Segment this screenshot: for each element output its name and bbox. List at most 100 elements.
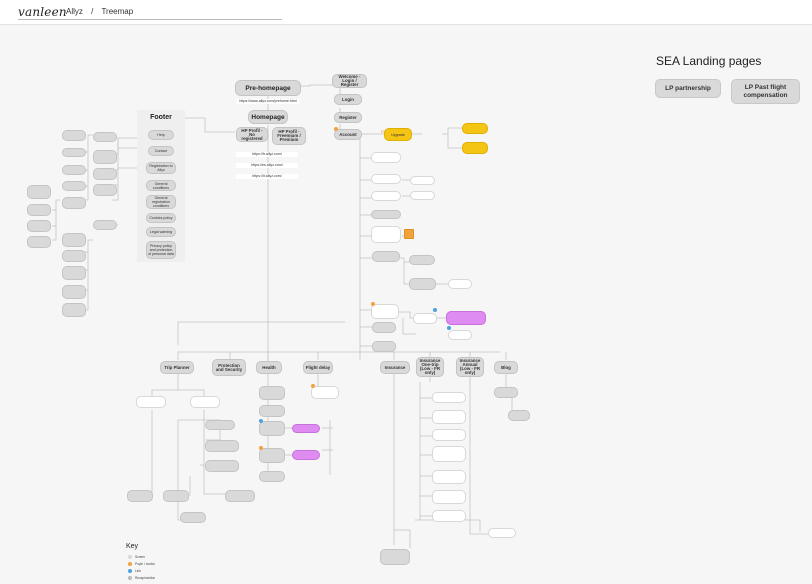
account-grandchild-node[interactable]	[448, 279, 472, 289]
welcome-login-register-node[interactable]: Welcome - Login / Register	[332, 74, 367, 88]
upgrade-node[interactable]: Upgrade	[384, 128, 412, 141]
footer-general-conditions-item[interactable]: General conditions	[146, 180, 176, 191]
breadcrumb-item[interactable]: Treemap	[101, 7, 134, 16]
blog-child-node[interactable]	[508, 410, 530, 421]
insurance-child-node[interactable]	[432, 410, 466, 424]
help-leaf-node[interactable]	[62, 303, 86, 317]
footer-cookies-item[interactable]: Cookies policy	[146, 213, 176, 223]
faq-leaf-node[interactable]	[27, 220, 51, 232]
help-child-node[interactable]	[93, 220, 117, 230]
faq-leaf-node[interactable]	[27, 236, 51, 248]
homepage-node[interactable]: Homepage	[248, 110, 288, 124]
faq-leaf-node[interactable]	[27, 204, 51, 216]
account-node[interactable]: Account	[334, 129, 362, 140]
insurance-node[interactable]: Insurance	[380, 361, 410, 374]
account-grandchild-node[interactable]	[448, 330, 472, 340]
breadcrumb-item[interactable]: Allyz	[66, 7, 83, 16]
account-grandchild-node[interactable]	[409, 278, 436, 290]
insurance-child-node[interactable]	[432, 490, 466, 504]
trip-planner-child-node[interactable]	[205, 460, 239, 472]
faq-leaf-node[interactable]	[27, 185, 51, 199]
login-node[interactable]: Login	[334, 94, 362, 105]
popin-node[interactable]	[404, 229, 414, 239]
account-child-node[interactable]	[372, 251, 400, 262]
blog-child-node[interactable]	[494, 387, 518, 398]
footer-registration-item[interactable]: Registration to Allyz	[146, 162, 176, 174]
insurance-child-node[interactable]	[432, 392, 466, 403]
account-child-node[interactable]	[372, 341, 396, 352]
lp-partnership-button[interactable]: LP partnership	[655, 79, 721, 98]
health-child-node[interactable]	[259, 471, 285, 482]
trip-planner-child-node[interactable]	[163, 490, 189, 502]
help-child-node[interactable]	[93, 168, 117, 180]
help-child-node[interactable]	[93, 132, 117, 142]
help-child-node[interactable]	[93, 150, 117, 164]
flight-delay-child-node[interactable]	[311, 386, 339, 399]
insurance-child-node[interactable]	[432, 429, 466, 441]
account-child-node[interactable]	[371, 174, 401, 184]
help-leaf-node[interactable]	[62, 165, 86, 175]
blog-node[interactable]: Blog	[494, 361, 518, 374]
insurance-annual-node[interactable]: Insurance Annual (Low - FR only)	[456, 357, 484, 377]
account-grandchild-node[interactable]	[410, 191, 435, 200]
hp-no-registered-node[interactable]: HP Profil - No registered	[236, 127, 268, 142]
trip-planner-child-node[interactable]	[205, 440, 239, 452]
trip-planner-child-node[interactable]	[127, 490, 153, 502]
help-leaf-node[interactable]	[62, 148, 86, 157]
footer-help-item[interactable]: Help	[148, 130, 174, 140]
footer-legal-item[interactable]: Legal warning	[146, 227, 176, 237]
insurance-bottom-node[interactable]	[380, 549, 410, 565]
account-child-node[interactable]	[371, 304, 399, 319]
health-child-node[interactable]	[259, 386, 285, 400]
prehomepage-url[interactable]: https://www.allyz.com/prehome.html	[236, 99, 300, 104]
trip-planner-child-node[interactable]	[190, 396, 220, 408]
account-grandchild-node[interactable]	[409, 255, 435, 265]
account-child-node[interactable]	[371, 152, 401, 163]
protection-security-node[interactable]: Protection and Security	[212, 359, 246, 376]
insurance-one-trip-node[interactable]: Insurance One-trip (Low - FR only)	[416, 357, 444, 377]
upgrade-option-node[interactable]	[462, 142, 488, 154]
insurance-child-node[interactable]	[488, 528, 516, 538]
flight-delay-node[interactable]: Flight delay	[303, 361, 333, 374]
health-child-node[interactable]	[259, 448, 285, 463]
home-url[interactable]: https://es.allyz.com/	[236, 163, 298, 168]
health-child-node[interactable]	[259, 405, 285, 417]
help-child-node[interactable]	[93, 184, 117, 196]
help-leaf-node[interactable]	[62, 250, 86, 262]
home-url[interactable]: https://fr.allyz.com/	[236, 152, 298, 157]
insurance-child-node[interactable]	[432, 446, 466, 462]
health-child-node[interactable]	[259, 421, 285, 436]
help-leaf-node[interactable]	[62, 130, 86, 141]
lp-past-flight-compensation-button[interactable]: LP Past flight compensation	[731, 79, 800, 104]
trip-planner-child-node[interactable]	[180, 512, 206, 523]
trip-planner-child-node[interactable]	[225, 490, 255, 502]
help-leaf-node[interactable]	[62, 266, 86, 280]
external-link-node[interactable]	[446, 311, 486, 325]
upgrade-option-node[interactable]	[462, 123, 488, 134]
register-node[interactable]: Register	[334, 112, 362, 123]
trip-planner-child-node[interactable]	[205, 420, 235, 430]
footer-registration-conditions-item[interactable]: General registration conditions	[146, 195, 176, 209]
help-leaf-node[interactable]	[62, 181, 86, 191]
account-child-node[interactable]	[371, 191, 401, 201]
home-url[interactable]: https://it.allyz.com/	[236, 174, 298, 179]
footer-privacy-item[interactable]: Privacy policy and protection of persona…	[146, 241, 176, 259]
hp-freemium-node[interactable]: HP Profil - Freemium / Premium	[272, 127, 306, 145]
account-child-node[interactable]	[372, 322, 396, 333]
account-child-node[interactable]	[371, 210, 401, 219]
trip-planner-node[interactable]: Trip Planner	[160, 361, 194, 374]
account-grandchild-node[interactable]	[413, 313, 437, 324]
account-grandchild-node[interactable]	[410, 176, 435, 185]
account-child-node[interactable]	[371, 226, 401, 243]
insurance-child-node[interactable]	[432, 510, 466, 522]
trip-planner-child-node[interactable]	[136, 396, 166, 408]
prehomepage-node[interactable]: Pre-homepage	[235, 80, 301, 96]
help-leaf-node[interactable]	[62, 233, 86, 247]
help-leaf-node[interactable]	[62, 197, 86, 209]
footer-contact-item[interactable]: Contact	[148, 146, 174, 156]
external-link-node[interactable]	[292, 424, 320, 433]
external-link-node[interactable]	[292, 450, 320, 460]
health-node[interactable]: Health	[256, 361, 282, 374]
insurance-child-node[interactable]	[432, 470, 466, 484]
help-leaf-node[interactable]	[62, 285, 86, 299]
